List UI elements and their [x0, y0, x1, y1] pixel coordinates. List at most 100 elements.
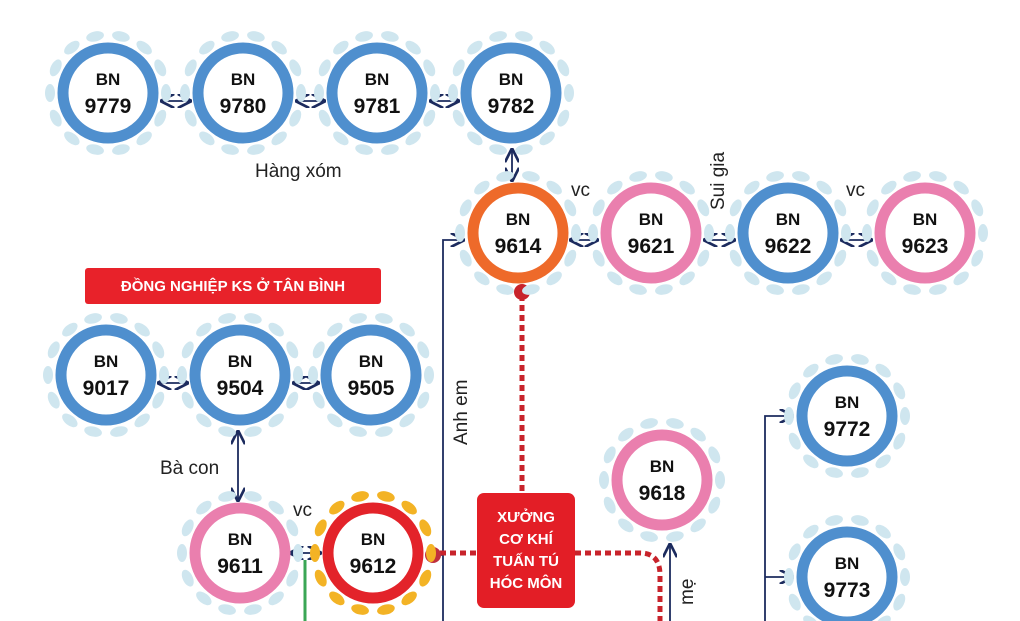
- spike-icon: [522, 171, 540, 182]
- spike-icon: [557, 59, 570, 77]
- spike-icon: [268, 322, 284, 337]
- node-id: 9017: [83, 377, 130, 400]
- spike-icon: [618, 427, 634, 442]
- node-id: 9623: [902, 235, 949, 258]
- spike-icon: [666, 531, 684, 542]
- spike-icon: [112, 31, 130, 42]
- spike-icon: [971, 249, 984, 267]
- node-id: 9611: [217, 555, 263, 578]
- spike-icon: [136, 131, 152, 146]
- node-prefix: BN: [228, 530, 253, 549]
- node-prefix: BN: [228, 352, 253, 371]
- spike-icon: [515, 31, 533, 42]
- node-prefix: BN: [776, 210, 801, 229]
- workshop-link-right: [575, 550, 663, 621]
- spike-icon: [564, 199, 577, 217]
- node-id: 9780: [220, 95, 267, 118]
- node-ring: [322, 502, 424, 604]
- spike-icon: [679, 180, 695, 195]
- spike-icon: [690, 518, 706, 533]
- spike-icon: [803, 524, 819, 539]
- workshop-box: XƯỞNG CƠ KHÍ TUẤN TÚ HÓC MÔN: [477, 493, 575, 608]
- spike-icon: [419, 519, 432, 537]
- spike-icon: [43, 366, 53, 384]
- spike-icon: [792, 171, 810, 182]
- spike-icon: [564, 249, 577, 267]
- label-vc-9611-9612: vc: [293, 500, 312, 521]
- spike-icon: [310, 544, 320, 562]
- node-id: 9618: [639, 482, 686, 505]
- spike-icon: [152, 391, 165, 409]
- spike-icon: [546, 271, 562, 286]
- spike-icon: [784, 568, 794, 586]
- node-ring: [320, 324, 422, 426]
- spike-icon: [629, 284, 647, 295]
- spike-icon: [244, 604, 262, 615]
- spike-icon: [154, 109, 167, 127]
- spike-icon: [110, 313, 128, 324]
- spike-icon: [788, 543, 801, 561]
- spike-icon: [744, 271, 760, 286]
- spike-icon: [803, 363, 819, 378]
- spike-icon: [953, 271, 969, 286]
- spike-icon: [515, 144, 533, 155]
- spike-icon: [803, 615, 819, 621]
- spike-icon: [557, 109, 570, 127]
- spike-icon: [399, 413, 415, 428]
- spike-icon: [766, 284, 784, 295]
- label-in-law: Sui gia: [708, 151, 729, 210]
- spike-icon: [159, 366, 169, 384]
- spike-icon: [851, 354, 869, 365]
- spike-icon: [184, 109, 197, 127]
- node-id: 9505: [348, 377, 395, 400]
- node-ring: [467, 182, 569, 284]
- spike-icon: [618, 518, 634, 533]
- spike-icon: [218, 491, 236, 502]
- spike-icon: [318, 109, 331, 127]
- spike-icon: [318, 59, 331, 77]
- spike-icon: [86, 144, 104, 155]
- spike-icon: [953, 180, 969, 195]
- spike-icon: [788, 382, 801, 400]
- node-prefix: BN: [506, 210, 531, 229]
- spike-icon: [929, 284, 947, 295]
- spike-icon: [218, 604, 236, 615]
- spike-icon: [289, 59, 302, 77]
- spike-icon: [112, 144, 130, 155]
- spike-icon: [327, 322, 343, 337]
- spike-icon: [900, 407, 910, 425]
- colleagues-banner: ĐỒNG NGHIỆP KS Ở TÂN BÌNH: [85, 268, 381, 304]
- spike-icon: [355, 144, 373, 155]
- spike-icon: [312, 391, 325, 409]
- workshop-line: TUẤN TÚ: [493, 552, 559, 570]
- spike-icon: [351, 491, 369, 502]
- spike-icon: [84, 313, 102, 324]
- node-prefix: BN: [96, 70, 121, 89]
- spike-icon: [181, 569, 194, 587]
- spike-icon: [729, 249, 742, 267]
- spike-icon: [697, 199, 710, 217]
- spike-icon: [875, 363, 891, 378]
- spike-icon: [452, 109, 465, 127]
- node-prefix: BN: [913, 210, 938, 229]
- spike-icon: [588, 224, 598, 242]
- spike-icon: [314, 519, 327, 537]
- spike-icon: [247, 144, 265, 155]
- spike-icon: [881, 180, 897, 195]
- spike-icon: [218, 313, 236, 324]
- spike-icon: [971, 199, 984, 217]
- spike-icon: [84, 426, 102, 437]
- label-brother: Anh em: [451, 380, 472, 445]
- spike-icon: [271, 131, 287, 146]
- spike-icon: [312, 341, 325, 359]
- spike-icon: [405, 40, 421, 55]
- spike-icon: [399, 322, 415, 337]
- spike-icon: [286, 341, 299, 359]
- node-ring: [611, 429, 713, 531]
- spike-icon: [247, 31, 265, 42]
- spike-icon: [803, 454, 819, 469]
